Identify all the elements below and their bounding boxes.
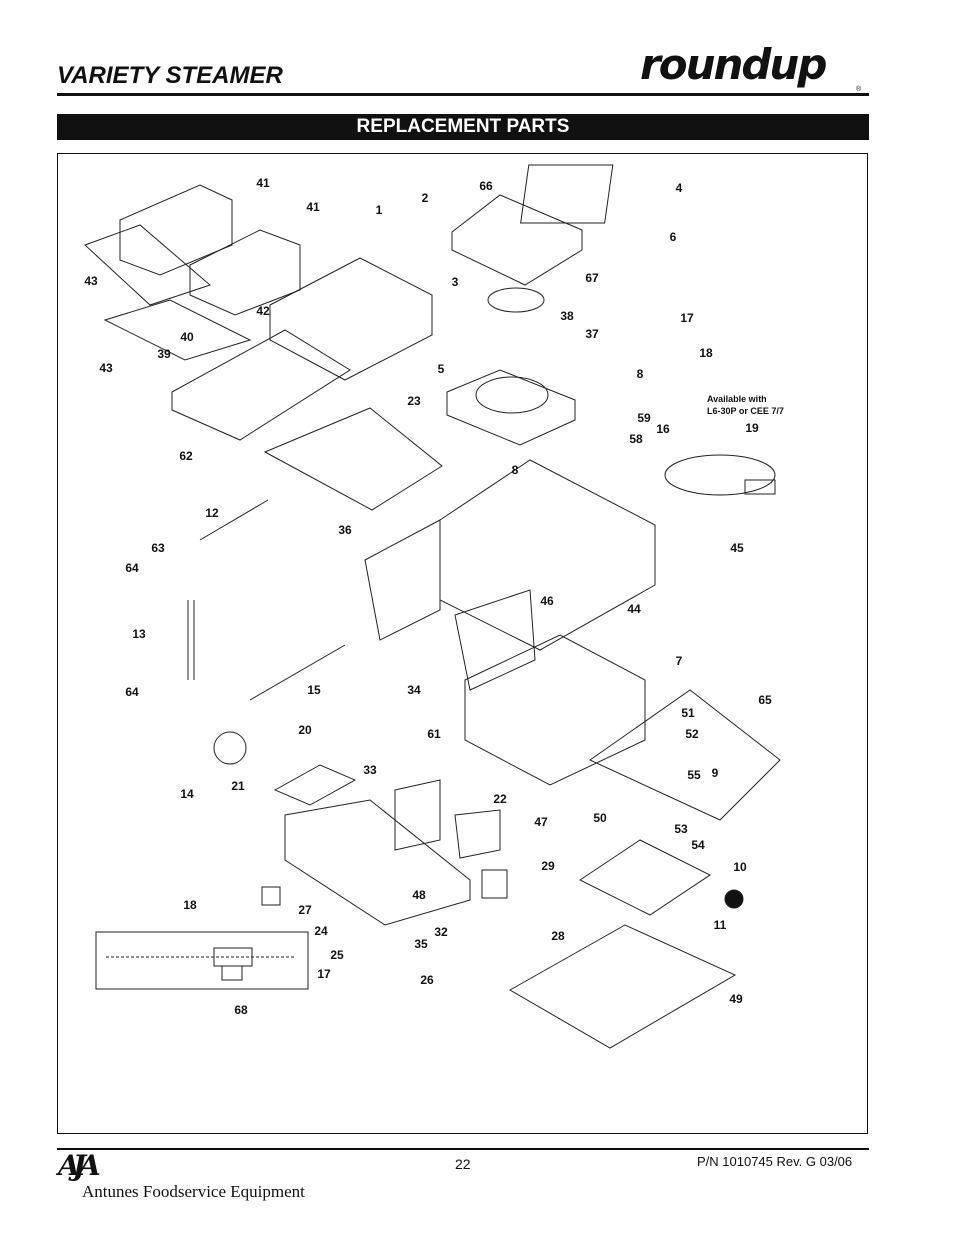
part-callout: 58 <box>629 432 643 446</box>
part-callout: 65 <box>758 693 772 707</box>
insulation <box>464 634 646 786</box>
baskets <box>84 184 301 361</box>
part-callout: 11 <box>713 918 727 932</box>
part-callout: 12 <box>205 506 219 520</box>
part-callout: 17 <box>680 311 694 325</box>
part-callout: 6 <box>669 230 677 244</box>
part-callout: 2 <box>421 191 429 205</box>
part-callout: 48 <box>412 888 426 902</box>
part-callout: 47 <box>534 815 548 829</box>
part-callout: 43 <box>84 274 98 288</box>
part-callout: 40 <box>180 330 194 344</box>
part-callout: 46 <box>540 594 554 608</box>
part-callout: 3 <box>451 275 459 289</box>
part-callout: 18 <box>699 346 713 360</box>
part-callout: 36 <box>338 523 352 537</box>
part-callout: 45 <box>730 541 744 555</box>
part-callout: 52 <box>685 727 699 741</box>
company-name: Antunes Foodservice Equipment <box>82 1182 305 1201</box>
part-callout: 21 <box>231 779 245 793</box>
part-number: P/N 1010745 Rev. G 03/06 <box>697 1154 853 1169</box>
part-callout: 7 <box>675 654 683 668</box>
cord <box>664 454 776 496</box>
diagram-frame <box>57 153 868 1134</box>
part-callout: 24 <box>314 924 328 938</box>
part-callout: 33 <box>363 763 377 777</box>
part-callout: 32 <box>434 925 448 939</box>
part-callout: 22 <box>493 792 507 806</box>
section-title: REPLACEMENT PARTS <box>57 114 869 140</box>
part-callout: 53 <box>674 822 688 836</box>
part-callout: 23 <box>407 394 421 408</box>
part-callout: 42 <box>256 304 270 318</box>
part-callout: 68 <box>234 1003 248 1017</box>
part-callout: 8 <box>636 367 644 381</box>
page-title: VARIETY STEAMER <box>57 62 283 89</box>
part-callout: 63 <box>151 541 165 555</box>
part-callout: 34 <box>407 683 421 697</box>
base-plate <box>508 689 781 1049</box>
part-callout: 15 <box>307 683 321 697</box>
power-cord-note: Available with L6-30P or CEE 7/7 <box>707 393 784 417</box>
part-callout: 37 <box>585 327 599 341</box>
part-callout: 66 <box>479 179 493 193</box>
header-divider <box>57 93 869 96</box>
part-callout: 35 <box>414 937 428 951</box>
part-callout: 16 <box>656 422 670 436</box>
part-callout: 51 <box>681 706 695 720</box>
page-number: 22 <box>455 1156 471 1172</box>
part-callout: 8 <box>511 463 519 477</box>
part-callout: 62 <box>179 449 193 463</box>
roundup-logo: roundup <box>640 40 827 89</box>
part-callout: 50 <box>593 811 607 825</box>
main-cabinet <box>364 459 656 691</box>
footer-divider <box>57 1148 869 1150</box>
part-callout: 54 <box>691 838 705 852</box>
part-callout: 17 <box>317 967 331 981</box>
part-callout: 18 <box>183 898 197 912</box>
part-callout: 1 <box>375 203 383 217</box>
part-callout: 25 <box>330 948 344 962</box>
control-panel <box>273 764 508 926</box>
part-callout: 4 <box>675 181 683 195</box>
antunes-logo-mark: AJA <box>58 1149 101 1182</box>
part-callout: 43 <box>99 361 113 375</box>
part-callout: 28 <box>551 929 565 943</box>
registered-mark: ® <box>856 86 862 93</box>
part-callout: 64 <box>125 685 139 699</box>
part-callout: 19 <box>745 421 759 435</box>
part-callout: 20 <box>298 723 312 737</box>
part-callout: 61 <box>427 727 441 741</box>
note-line: Available with <box>707 394 767 404</box>
part-callout: 64 <box>125 561 139 575</box>
cabinet-top <box>171 257 443 511</box>
part-callout: 26 <box>420 973 434 987</box>
steam-tray <box>446 164 614 446</box>
part-callout: 39 <box>157 347 171 361</box>
note-line: L6-30P or CEE 7/7 <box>707 406 784 416</box>
part-callout: 9 <box>711 766 719 780</box>
part-callout: 41 <box>306 200 320 214</box>
part-callout: 55 <box>687 768 701 782</box>
part-callout: 13 <box>132 627 146 641</box>
part-callout: 14 <box>180 787 194 801</box>
part-callout: 5 <box>437 362 445 376</box>
tubes <box>187 499 346 701</box>
part-callout: 29 <box>541 859 555 873</box>
tube-inset <box>95 931 309 990</box>
part-callout: 49 <box>729 992 743 1006</box>
part-callout: 44 <box>627 602 641 616</box>
part-callout: 59 <box>637 411 651 425</box>
part-callout: 67 <box>585 271 599 285</box>
part-callout: 38 <box>560 309 574 323</box>
part-callout: 41 <box>256 176 270 190</box>
part-callout: 10 <box>733 860 747 874</box>
knob-and-heater <box>213 731 281 906</box>
part-callout: 27 <box>298 903 312 917</box>
